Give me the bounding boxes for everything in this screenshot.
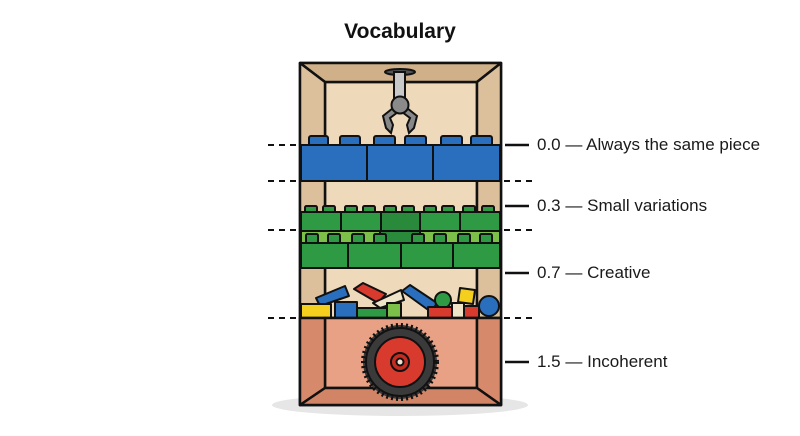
level-label-2: 0.7 — Creative (537, 263, 650, 283)
level-value: 0.3 (537, 196, 561, 215)
level-label-0: 0.0 — Always the same piece (537, 135, 760, 155)
level-label-1: 0.3 — Small variations (537, 196, 707, 216)
separator: — (565, 135, 583, 154)
separator: — (565, 263, 583, 282)
label-ticks (505, 143, 529, 364)
wheel-icon (361, 323, 439, 401)
separator: — (565, 196, 583, 215)
level-description: Creative (587, 263, 651, 282)
diagram-title: Vocabulary (344, 20, 456, 43)
level-value: 0.7 (537, 263, 561, 282)
mixed-pieces-layer (300, 282, 500, 319)
level-description: Incoherent (587, 352, 668, 371)
blue-bricks-layer (300, 135, 501, 182)
dashed-separators (268, 144, 532, 319)
claw-icon (381, 68, 419, 135)
level-value: 1.5 (537, 352, 561, 371)
level-description: Always the same piece (586, 135, 761, 154)
level-label-3: 1.5 — Incoherent (537, 352, 667, 372)
level-description: Small variations (587, 196, 708, 215)
level-value: 0.0 (537, 135, 561, 154)
green-bricks-layer (300, 205, 501, 269)
separator: — (565, 352, 583, 371)
